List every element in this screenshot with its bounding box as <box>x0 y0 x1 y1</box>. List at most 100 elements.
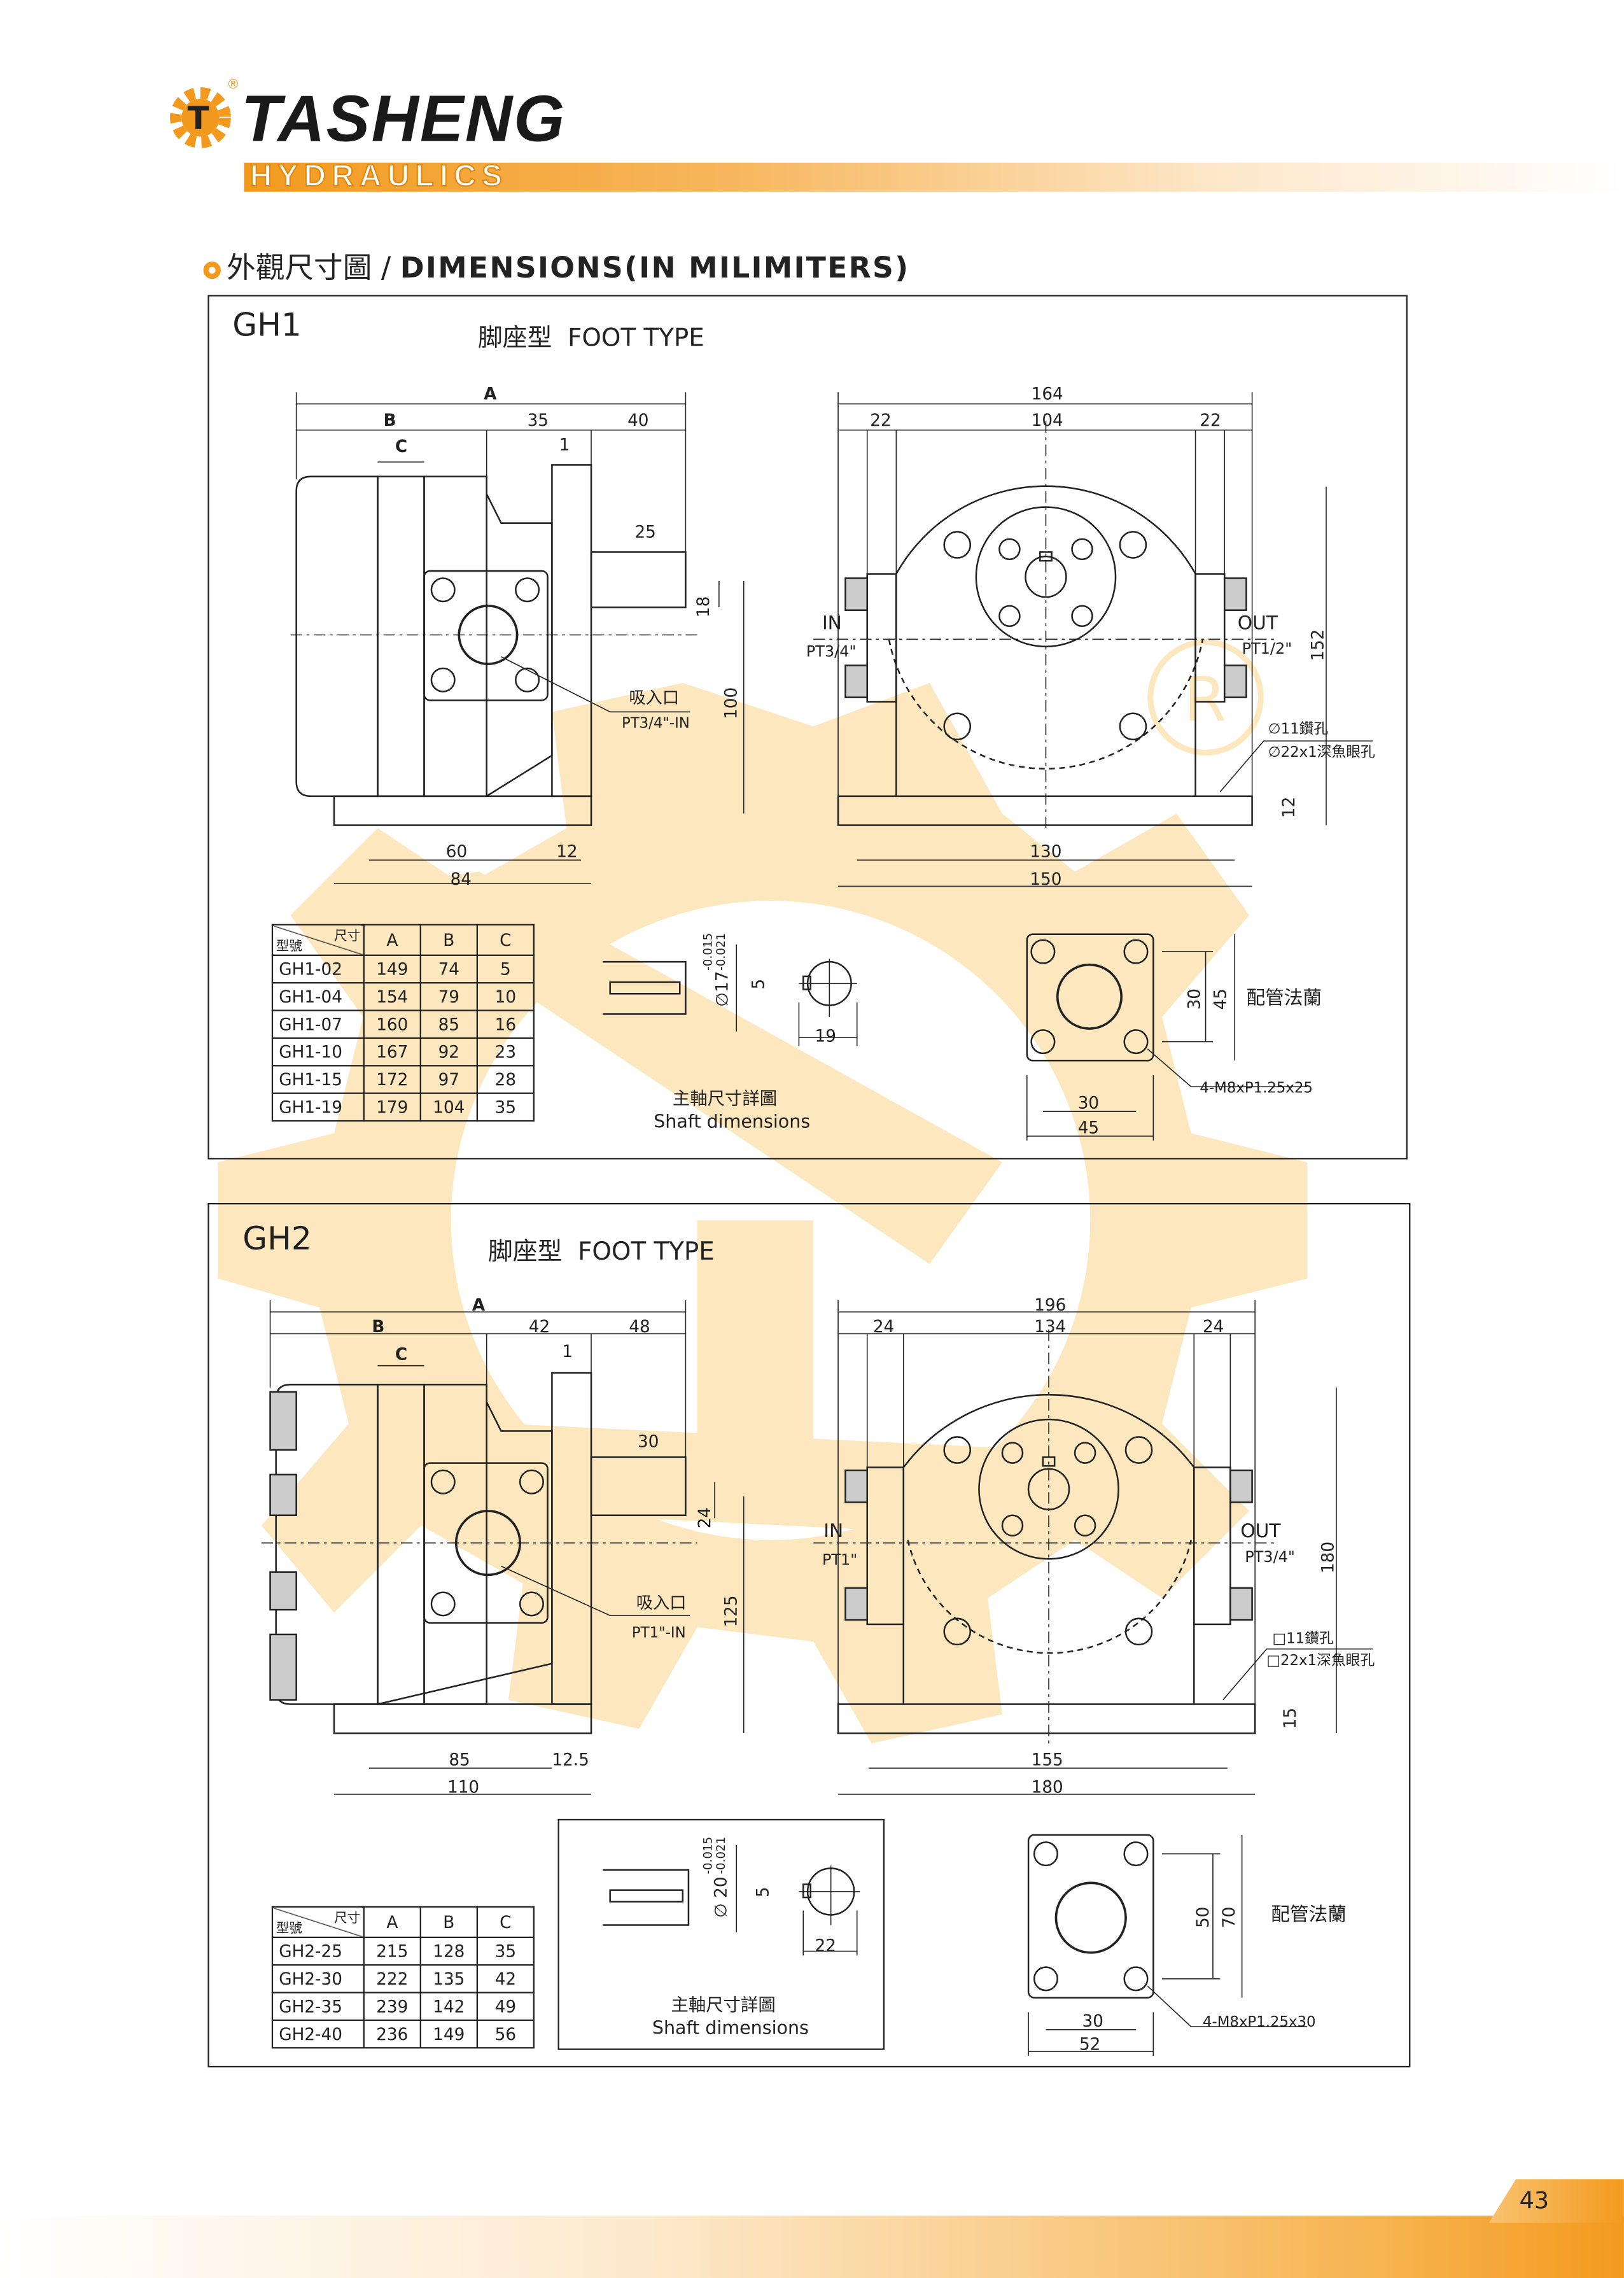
table-cell: 149 <box>419 2019 478 2049</box>
gh2-panel <box>207 1202 1411 2068</box>
table-cell: 92 <box>419 1037 478 1067</box>
column-header: C <box>476 924 535 956</box>
page-number-tab <box>1488 2179 1624 2223</box>
dim-B: B <box>372 1318 384 1337</box>
in-port: PT3/4" <box>806 643 857 661</box>
inlet-zh: 吸入口 <box>636 1594 687 1613</box>
tolerance-2: -0.021 <box>715 1837 728 1874</box>
bolt-spec: 4-M8xP1.25x25 <box>1200 1080 1313 1097</box>
flange-label: 配管法蘭 <box>1271 1903 1347 1925</box>
footer-bar <box>0 2215 1624 2278</box>
dim-22-left: 22 <box>870 411 891 430</box>
key-width: 5 <box>753 1887 773 1897</box>
dim-22-right: 22 <box>1200 411 1221 430</box>
dim-100: 100 <box>722 687 741 719</box>
out-port: PT3/4" <box>1245 1548 1295 1566</box>
tolerance-2: -0.021 <box>715 933 728 971</box>
section-title-en: DIMENSIONS(IN MILIMITERS) <box>400 250 910 285</box>
bolt-spec: 4-M8xP1.25x30 <box>1203 2014 1316 2030</box>
dim-84: 84 <box>451 870 472 889</box>
shaft-title-zh: 主軸尺寸詳圖 <box>671 1995 776 2015</box>
dim-196: 196 <box>1034 1296 1066 1315</box>
dim-104: 104 <box>1032 411 1063 430</box>
model-cell: GH1-07 <box>271 1009 365 1039</box>
shaft-title-zh: 主軸尺寸詳圖 <box>673 1089 777 1109</box>
table-cell: 179 <box>363 1092 421 1122</box>
hole-drill: ∅11鑽孔 <box>1268 721 1329 738</box>
model-cell: GH1-15 <box>271 1065 365 1094</box>
dim-24-left: 24 <box>873 1318 894 1337</box>
table-cell: 97 <box>419 1065 478 1094</box>
table-cell: 167 <box>363 1037 421 1067</box>
model-cell: GH1-02 <box>271 954 365 984</box>
dim-25: 25 <box>634 523 655 542</box>
dim-24: 24 <box>696 1507 715 1528</box>
inlet-zh: 吸入口 <box>629 689 679 708</box>
inlet-port: PT3/4"-IN <box>622 715 690 732</box>
out-label: OUT <box>1240 1519 1281 1542</box>
gh2-shaft-box <box>557 1818 885 2050</box>
table-cell: 85 <box>419 1009 478 1039</box>
table-cell: 239 <box>363 1992 421 2021</box>
table-cell: 160 <box>363 1009 421 1039</box>
table-cell: 10 <box>476 982 535 1011</box>
table-cell: 135 <box>419 1964 478 1993</box>
flange-label: 配管法蘭 <box>1246 986 1322 1008</box>
table-cell: 35 <box>476 1936 535 1966</box>
dim-30: 30 <box>638 1432 659 1451</box>
dim-48: 48 <box>629 1318 650 1337</box>
flange-30: 30 <box>1185 988 1204 1009</box>
registered-mark: ® <box>227 78 240 94</box>
shaft-title-en: Shaft dimensions <box>654 1111 810 1132</box>
corner-bottom: 型號 <box>276 939 302 955</box>
dim-12-5: 12.5 <box>552 1750 589 1769</box>
table-cell: 149 <box>363 954 421 984</box>
in-label: IN <box>822 611 842 633</box>
table-cell: 74 <box>419 954 478 984</box>
dim-18: 18 <box>694 596 713 617</box>
tolerance-1: -0.015 <box>701 1837 715 1874</box>
dim-85: 85 <box>449 1750 470 1769</box>
flange-30h: 30 <box>1078 1094 1099 1113</box>
corner-top: 尺寸 <box>333 929 361 945</box>
flange-45h: 45 <box>1078 1118 1099 1137</box>
dim-A: A <box>484 385 497 404</box>
dim-42: 42 <box>529 1318 550 1337</box>
model-cell: GH2-40 <box>271 2019 365 2049</box>
dim-130: 130 <box>1030 843 1061 862</box>
dim-1: 1 <box>559 436 570 455</box>
column-header: A <box>363 924 421 956</box>
dim-150: 150 <box>1030 870 1061 889</box>
gh2-type: 脚座型 FOOT TYPE <box>487 1237 715 1267</box>
table-cell: 104 <box>419 1092 478 1122</box>
hole-counterbore: ∅22x1深魚眼孔 <box>1268 744 1375 761</box>
brand-name: TASHENG <box>241 81 566 156</box>
dim-12-base: 12 <box>1280 797 1299 818</box>
gh1-title: GH1 <box>232 307 302 344</box>
model-cell: GH2-25 <box>271 1936 365 1966</box>
table-cell: 42 <box>476 1964 535 1993</box>
out-label: OUT <box>1238 611 1278 633</box>
dim-134: 134 <box>1034 1318 1066 1337</box>
corner-cell: 尺寸型號 <box>271 924 365 956</box>
dim-180: 180 <box>1032 1778 1063 1797</box>
flange-50: 50 <box>1194 1907 1213 1928</box>
out-port: PT1/2" <box>1242 640 1292 657</box>
corner-cell: 尺寸型號 <box>271 1906 365 1938</box>
dim-110: 110 <box>447 1778 479 1797</box>
model-cell: GH1-04 <box>271 982 365 1011</box>
dim-24-right: 24 <box>1203 1318 1224 1337</box>
gh2-shaft-detail <box>603 1845 860 1956</box>
column-header: A <box>363 1906 421 1938</box>
column-header: B <box>419 1906 478 1938</box>
gh1-panel <box>207 295 1408 1160</box>
dim-B: B <box>384 411 396 430</box>
gh1-type: 脚座型 FOOT TYPE <box>477 324 704 353</box>
